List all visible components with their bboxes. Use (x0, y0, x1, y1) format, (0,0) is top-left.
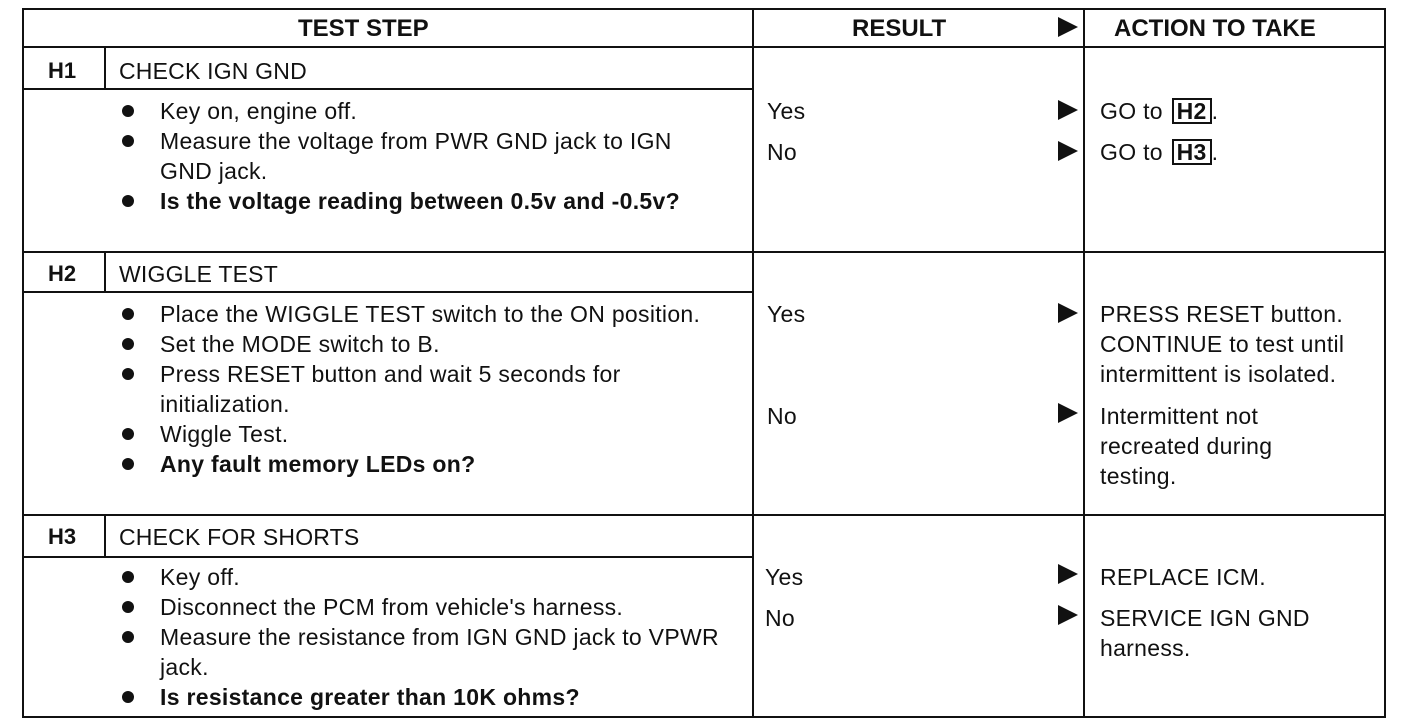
h2-h3-divider (22, 514, 1386, 516)
step-h1-bullets: Key on, engine off. Measure the voltage … (118, 96, 748, 216)
h1-result-yes: Yes (767, 98, 806, 124)
step-result-divider (752, 8, 754, 718)
list-item: Wiggle Test. (118, 419, 748, 449)
step-id-h1: H1 (48, 58, 77, 83)
bullet-icon (122, 631, 134, 643)
h2-title-divider (22, 291, 752, 293)
table-frame (22, 8, 1386, 718)
list-item: Any fault memory LEDs on? (118, 449, 748, 479)
h3-result-no: No (765, 605, 796, 631)
h2-action-no: Intermittent not recreated during testin… (1100, 403, 1273, 489)
h3-result-yes: Yes (765, 564, 804, 590)
step-title-h3: CHECK FOR SHORTS (119, 524, 360, 550)
header-action: ACTION TO TAKE (1114, 15, 1316, 42)
diagnostic-table: TEST STEP RESULT ACTION TO TAKE H1 CHECK… (22, 8, 1386, 718)
step-h2-bullets: Place the WIGGLE TEST switch to the ON p… (118, 299, 748, 479)
h1-id-divider (104, 46, 106, 88)
h2-result-yes: Yes (767, 301, 806, 327)
list-item: Disconnect the PCM from vehicle's harnes… (118, 592, 748, 622)
h1-action-yes: GO to H2. (1100, 98, 1219, 124)
list-item: Is resistance greater than 10K ohms? (118, 682, 748, 712)
h1-title-divider (22, 88, 752, 90)
arrow-icon (1058, 303, 1078, 323)
step-title-h2: WIGGLE TEST (119, 261, 278, 287)
bullet-icon (122, 601, 134, 613)
step-ref-h2[interactable]: H2 (1171, 98, 1212, 124)
list-item: Measure the resistance from IGN GND jack… (118, 622, 740, 682)
bullet-icon (122, 105, 134, 117)
bullet-icon (122, 571, 134, 583)
arrow-icon (1058, 605, 1078, 625)
header-arrow-icon (1058, 17, 1078, 37)
bullet-icon (122, 135, 134, 147)
step-h3-bullets: Key off. Disconnect the PCM from vehicle… (118, 562, 748, 712)
list-item: Press RESET button and wait 5 seconds fo… (118, 359, 740, 419)
step-title-h1: CHECK IGN GND (119, 58, 307, 84)
list-item: Place the WIGGLE TEST switch to the ON p… (118, 299, 740, 329)
header-test-step: TEST STEP (298, 15, 429, 42)
step-ref-h3[interactable]: H3 (1171, 139, 1212, 165)
h2-id-divider (104, 251, 106, 291)
h2-result-no: No (767, 403, 798, 429)
header-result: RESULT (852, 15, 947, 42)
step-id-h2: H2 (48, 261, 77, 286)
bullet-icon (122, 458, 134, 470)
header-divider (22, 46, 1386, 48)
h1-h2-divider (22, 251, 1386, 253)
list-item: Set the MODE switch to B. (118, 329, 748, 359)
arrow-icon (1058, 141, 1078, 161)
arrow-icon (1058, 564, 1078, 584)
h1-action-no: GO to H3. (1100, 139, 1219, 165)
h3-id-divider (104, 514, 106, 556)
list-item: Measure the voltage from PWR GND jack to… (118, 126, 720, 186)
arrow-icon (1058, 403, 1078, 423)
bullet-icon (122, 691, 134, 703)
h3-action-yes: REPLACE ICM. (1100, 564, 1266, 590)
step-id-h3: H3 (48, 524, 77, 549)
list-item: Key off. (118, 562, 748, 592)
list-item: Is the voltage reading between 0.5v and … (118, 186, 705, 216)
bullet-icon (122, 428, 134, 440)
bullet-icon (122, 195, 134, 207)
bullet-icon (122, 308, 134, 320)
h1-result-no: No (767, 139, 798, 165)
arrow-icon (1058, 100, 1078, 120)
h2-action-yes: PRESS RESET button. CONTINUE to test unt… (1100, 301, 1345, 387)
bullet-icon (122, 368, 134, 380)
h3-action-no: SERVICE IGN GND harness. (1100, 605, 1310, 661)
bullet-icon (122, 338, 134, 350)
result-action-divider (1083, 8, 1085, 718)
h3-title-divider (22, 556, 752, 558)
list-item: Key on, engine off. (118, 96, 748, 126)
